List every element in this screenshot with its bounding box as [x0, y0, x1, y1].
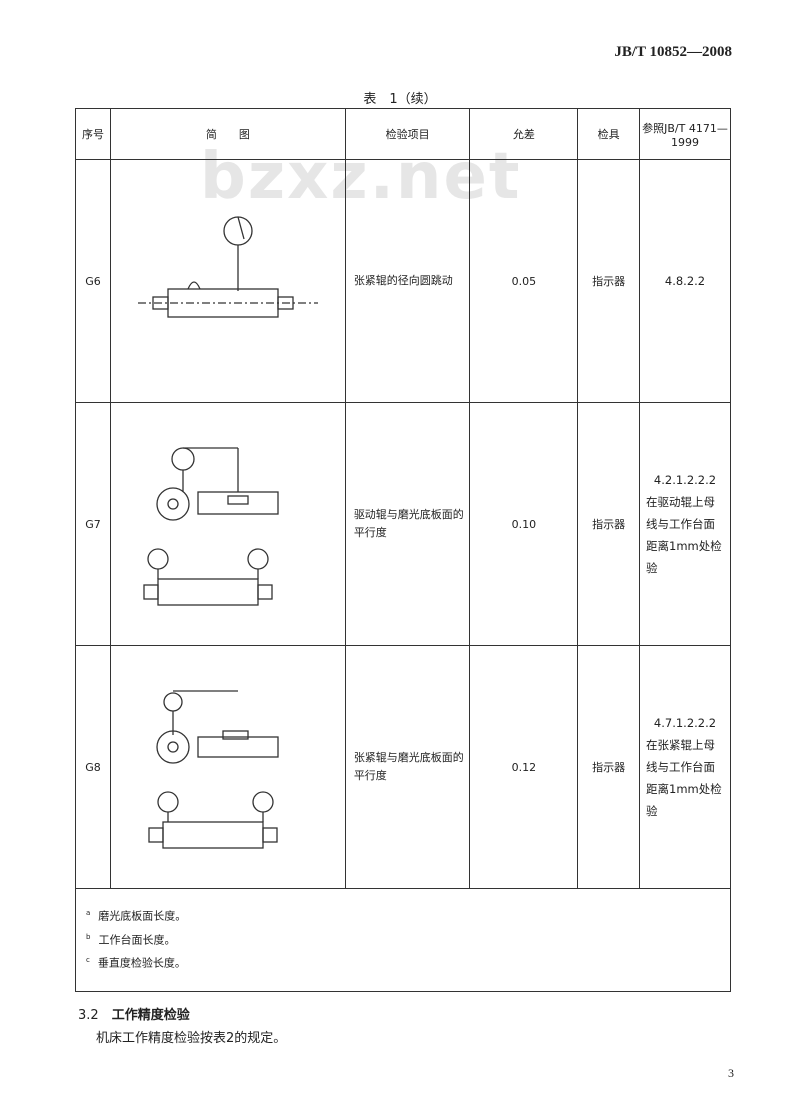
reference: 4.7.1.2.2.2 在张紧辊上母线与工作台面距离1mm处检验 — [639, 645, 731, 889]
reference: 4.8.2.2 — [639, 159, 731, 403]
inspection-item: 张紧辊与磨光底板面的平行度 — [344, 645, 471, 889]
header-cell: 简 图 — [109, 108, 346, 160]
footnote-mark: c — [86, 956, 90, 965]
footnote-text: 垂直度检验长度。 — [97, 956, 186, 970]
inspection-item: 张紧辊的径向圆跳动 — [344, 159, 471, 403]
standard-number: JB/T 10852—2008 — [614, 44, 732, 60]
footnotes-row: a 磨光底板面长度。 b 工作台面长度。 c 垂直度检验长度。 — [75, 888, 731, 992]
reference-code: 4.7.1.2.2.2 — [653, 716, 717, 730]
reference: 4.2.1.2.2.2 在驱动辊上母线与工作台面距离1mm处检验 — [639, 402, 731, 646]
tolerance: 0.12 — [469, 645, 579, 889]
tolerance: 0.10 — [469, 402, 579, 646]
tension-roller-parallelism-diagram — [148, 690, 279, 849]
header-cell: 参照JB/T 4171—1999 — [639, 108, 731, 160]
inspection-table: 序号 简 图 检验项目 允差 检具 参照JB/T 4171—1999 G6 张紧… — [75, 108, 731, 992]
section-number: 3.2 — [78, 1008, 99, 1023]
table-header: 序号 简 图 检验项目 允差 检具 参照JB/T 4171—1999 — [75, 108, 731, 160]
header-cell: 允差 — [469, 108, 579, 160]
row-id: G8 — [75, 645, 111, 889]
table-caption: 表 1（续） — [363, 92, 437, 107]
footnotes: a 磨光底板面长度。 b 工作台面长度。 c 垂直度检验长度。 — [75, 888, 731, 992]
roller-runout-diagram — [137, 216, 318, 318]
row-id: G7 — [75, 402, 111, 646]
section-heading: 3.2 工作精度检验 — [78, 1004, 190, 1023]
tool: 指示器 — [577, 402, 641, 646]
diagram-cell — [109, 645, 346, 889]
tolerance: 0.05 — [469, 159, 579, 403]
reference-note: 在张紧辊上母线与工作台面距离1mm处检验 — [646, 738, 722, 818]
reference-code: 4.8.2.2 — [664, 274, 706, 288]
section-title: 工作精度检验 — [111, 1008, 190, 1023]
tool: 指示器 — [577, 159, 641, 403]
table-row: G8 张紧辊与磨光底板面的平行度 0.12 指示器 4.7.1.2.2.2 在张紧… — [75, 645, 731, 889]
row-id: G6 — [75, 159, 111, 403]
drive-roller-parallelism-diagram — [143, 447, 279, 606]
diagram-cell — [109, 402, 346, 646]
footnote-text: 磨光底板面长度。 — [98, 909, 187, 923]
reference-note: 在驱动辊上母线与工作台面距离1mm处检验 — [646, 495, 722, 575]
footnote: a 磨光底板面长度。 — [86, 903, 730, 927]
table-row: G6 张紧辊的径向圆跳动 0.05 指示器 4.8.2.2 — [75, 159, 731, 403]
header-cell: 检验项目 — [344, 108, 471, 160]
page-number: 3 — [728, 1066, 734, 1080]
reference-code: 4.2.1.2.2.2 — [653, 473, 717, 487]
tool: 指示器 — [577, 645, 641, 889]
footnote-mark: a — [86, 909, 91, 917]
header-cell: 检具 — [577, 108, 641, 160]
footnote-text: 工作台面长度。 — [98, 933, 176, 947]
diagram-cell — [109, 159, 346, 403]
footnote: c 垂直度检验长度。 — [86, 950, 730, 974]
header-cell: 序号 — [75, 108, 111, 160]
inspection-item: 驱动辊与磨光底板面的平行度 — [344, 402, 471, 646]
table-row: G7 驱动辊与磨光底板面的平行度 0.10 指示器 4.2.1.2.2.2 在驱动… — [75, 402, 731, 646]
footnote-mark: b — [86, 932, 91, 941]
section-text: 机床工作精度检验按表2的规定。 — [96, 1031, 287, 1046]
footnote: b 工作台面长度。 — [86, 927, 730, 951]
